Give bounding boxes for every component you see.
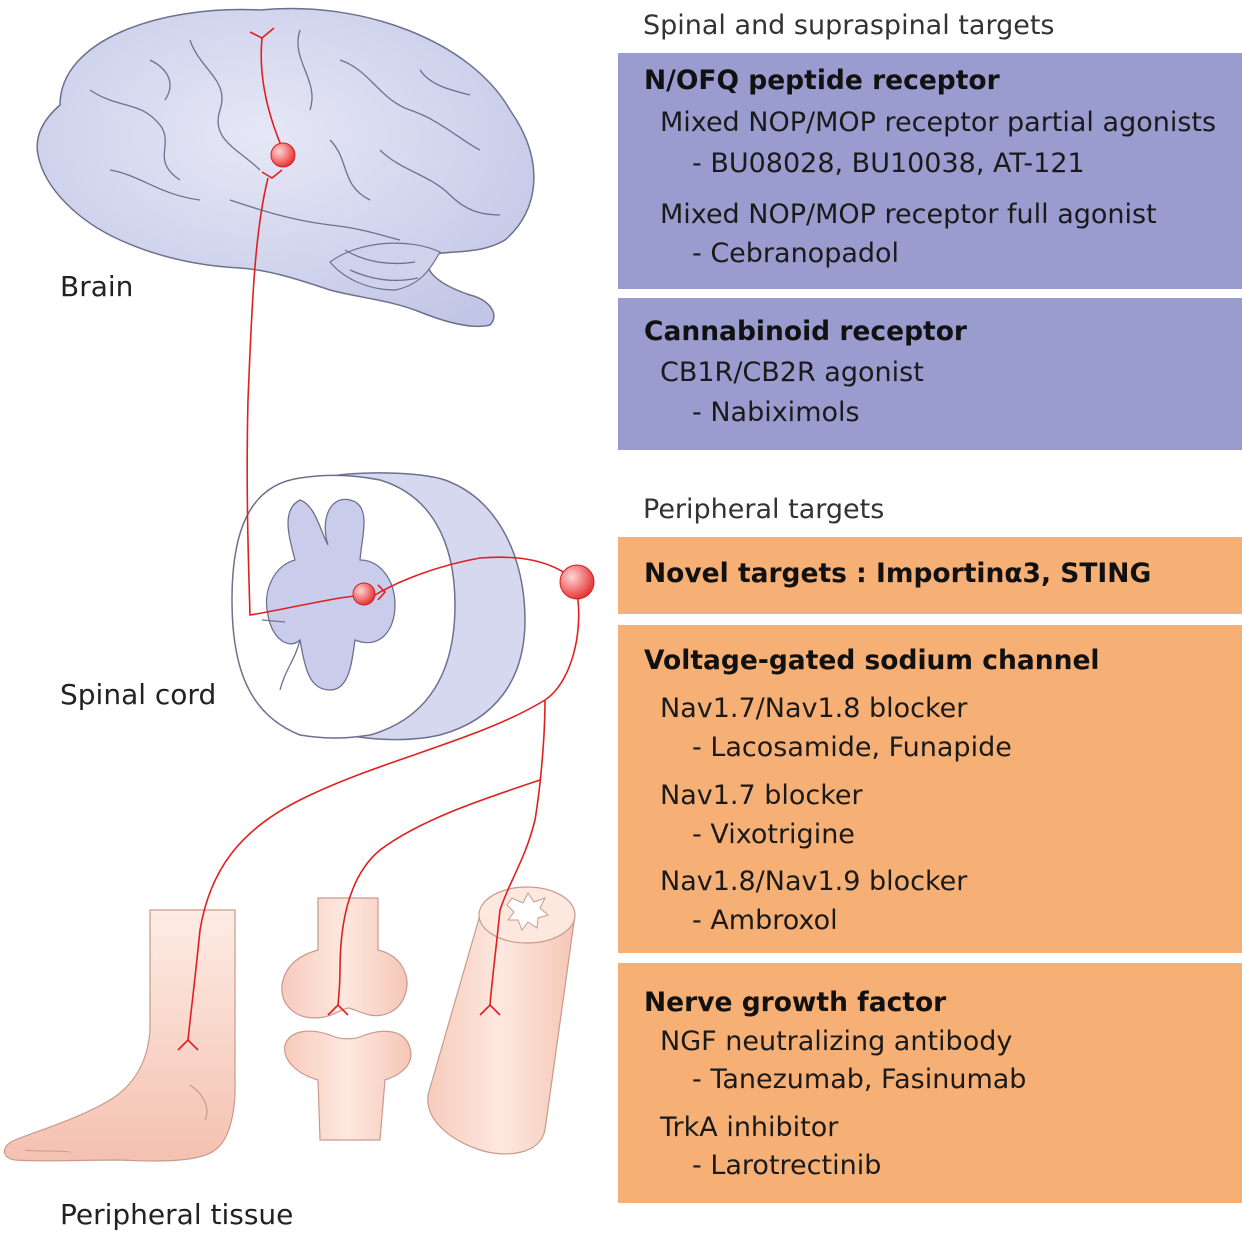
novel-targets-heading: Novel targets : Importinα3, STING — [644, 558, 1152, 589]
sodium-line-6: - Ambroxol — [692, 905, 838, 936]
ngf-line-4: - Larotrectinib — [692, 1150, 882, 1181]
nofq-line-3: Mixed NOP/MOP receptor full agonist — [660, 199, 1157, 230]
cannabinoid-line-2: - Nabiximols — [692, 397, 860, 428]
ngf-line-2: - Tanezumab, Fasinumab — [692, 1064, 1027, 1095]
spinal-cord-label: Spinal cord — [60, 678, 217, 711]
pain-pathway-illustration — [3, 7, 595, 1162]
nofq-heading: N/OFQ peptide receptor — [644, 65, 1000, 96]
brain-neuron-cell-body — [270, 142, 296, 168]
sodium-channel-heading: Voltage-gated sodium channel — [644, 645, 1100, 676]
peripheral-tissue-label: Peripheral tissue — [60, 1198, 294, 1231]
brain-drawing — [36, 7, 535, 328]
peripheral-targets-title: Peripheral targets — [643, 494, 885, 525]
sodium-line-3: Nav1.7 blocker — [660, 780, 863, 811]
nerve-growth-factor-panel: Nerve growth factor NGF neutralizing ant… — [618, 963, 1242, 1203]
nerve-pathways — [177, 27, 580, 1051]
ngf-line-3: TrkA inhibitor — [660, 1112, 839, 1143]
sodium-line-1: Nav1.7/Nav1.8 blocker — [660, 693, 968, 724]
nofq-line-1: Mixed NOP/MOP receptor partial agonists — [660, 107, 1217, 138]
nofq-line-2: - BU08028, BU10038, AT-121 — [692, 148, 1085, 179]
cannabinoid-receptor-panel: Cannabinoid receptor CB1R/CB2R agonist -… — [618, 298, 1242, 450]
novel-targets-panel: Novel targets : Importinα3, STING — [618, 537, 1242, 614]
sodium-channel-panel: Voltage-gated sodium channel Nav1.7/Nav1… — [618, 625, 1242, 953]
knee-joint-drawing — [281, 897, 412, 1141]
sodium-line-2: - Lacosamide, Funapide — [692, 732, 1012, 763]
nofq-line-4: - Cebranopadol — [692, 238, 900, 269]
sodium-line-5: Nav1.8/Nav1.9 blocker — [660, 866, 968, 897]
drg-neuron-cell-body — [559, 564, 595, 600]
spinal-cord-drawing — [231, 472, 526, 741]
ngf-line-1: NGF neutralizing antibody — [660, 1026, 1013, 1057]
cannabinoid-heading: Cannabinoid receptor — [644, 316, 967, 347]
nofq-receptor-panel: N/OFQ peptide receptor Mixed NOP/MOP rec… — [618, 53, 1242, 289]
foot-drawing — [3, 909, 236, 1162]
central-targets-title: Spinal and supraspinal targets — [643, 10, 1055, 41]
sodium-line-4: - Vixotrigine — [692, 819, 855, 850]
spinal-neuron-cell-body — [352, 582, 376, 606]
intestine-drawing — [427, 886, 576, 1155]
brain-label: Brain — [60, 270, 134, 303]
ngf-heading: Nerve growth factor — [644, 987, 947, 1018]
cannabinoid-line-1: CB1R/CB2R agonist — [660, 357, 924, 388]
